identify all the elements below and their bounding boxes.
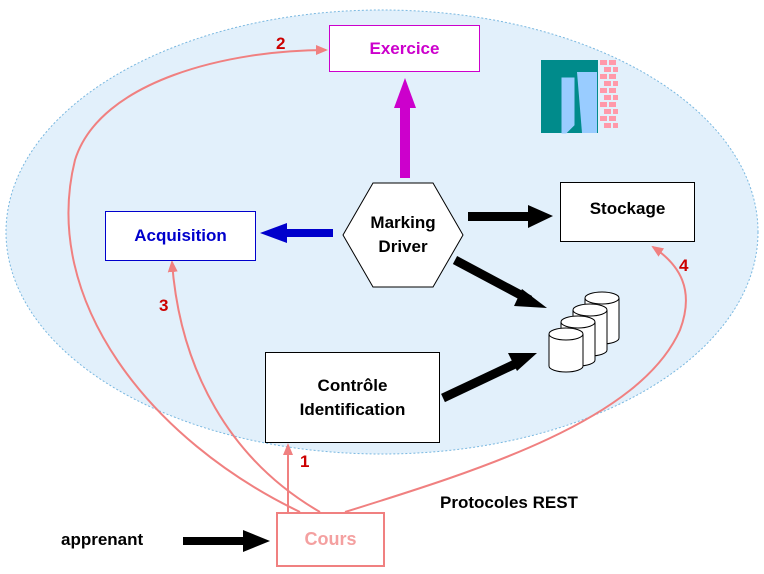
arrow-controle-to-database <box>441 353 537 403</box>
driver-label: Driver <box>378 237 428 256</box>
stockage-label: Stockage <box>589 199 666 218</box>
blue-arrow <box>260 223 333 243</box>
flow-4-curve <box>344 245 687 513</box>
acquisition-box: Acquisition <box>105 211 256 261</box>
exercice-box: Exercice <box>329 25 480 72</box>
arrow-to-stockage <box>468 205 553 228</box>
step-1-number: 1 <box>300 452 310 471</box>
protocoles-rest-label: Protocoles REST <box>440 493 578 512</box>
step-2-number: 2 <box>276 34 286 53</box>
apprenant-label: apprenant <box>61 530 144 549</box>
flow-2-curve <box>67 45 328 513</box>
step-3-number: 3 <box>159 296 169 315</box>
marking-driver-hexagon <box>342 182 464 288</box>
stockage-box: Stockage <box>560 182 695 242</box>
arrow-apprenant <box>183 530 270 552</box>
cours-label: Cours <box>304 529 357 549</box>
magenta-arrow <box>394 78 416 178</box>
marking-label: Marking <box>370 213 436 232</box>
building-logo-icon <box>541 60 618 134</box>
cours-box: Cours <box>276 512 385 567</box>
identification-label: Identification <box>299 399 406 419</box>
flow-3-curve <box>167 260 321 513</box>
controle-label: Contrôle <box>317 375 388 395</box>
database-stack-icon <box>548 291 620 373</box>
marking-driver-text: Marking Driver <box>343 207 463 263</box>
acquisition-label: Acquisition <box>134 226 227 245</box>
arrow-to-database <box>452 256 547 308</box>
step-4-number: 4 <box>679 256 689 275</box>
controle-identification-box: Contrôle Identification <box>265 352 440 443</box>
exercice-label: Exercice <box>369 38 440 58</box>
